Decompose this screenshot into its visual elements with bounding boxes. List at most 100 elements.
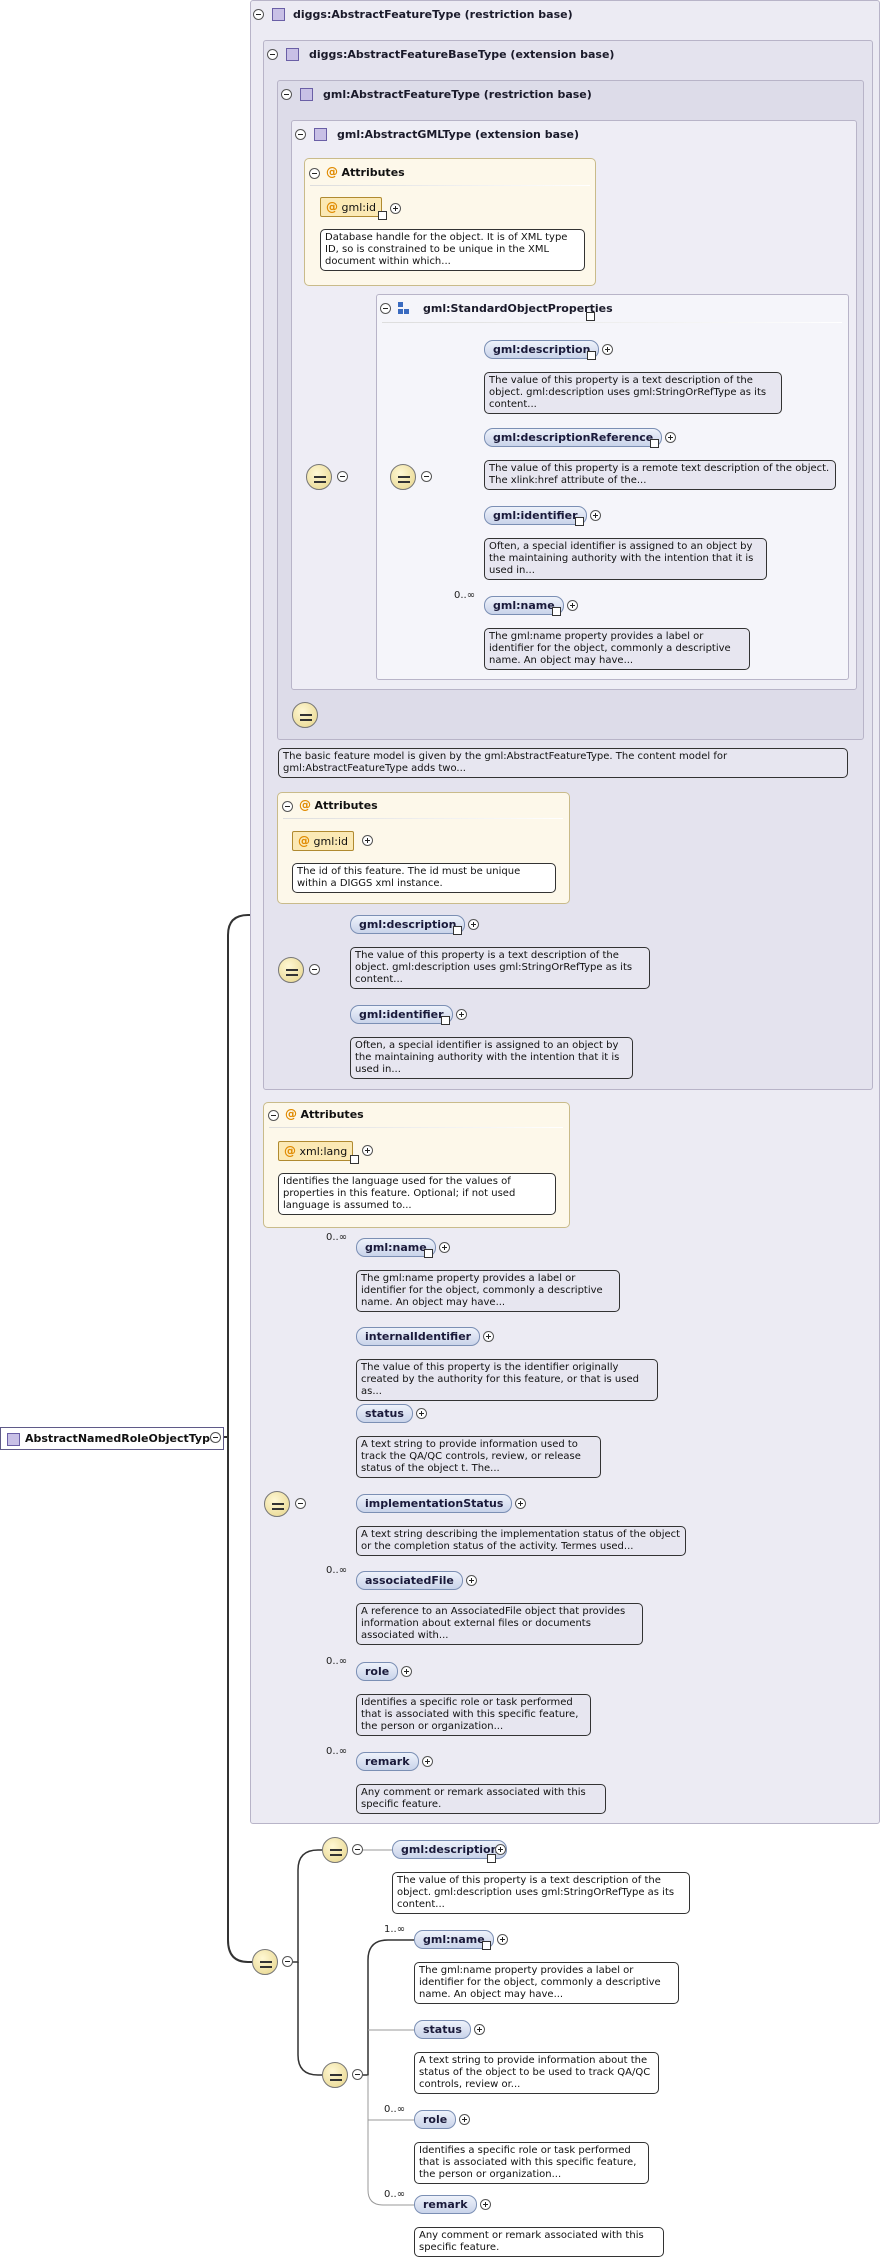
reference-link-icon[interactable] <box>423 1249 433 1258</box>
element-node[interactable]: gml:name <box>484 596 564 615</box>
expand-toggle[interactable] <box>459 2114 471 2125</box>
collapse-sequence-toggle[interactable] <box>352 1844 363 1855</box>
element-node[interactable]: internalIdentifier <box>356 1327 481 1346</box>
reference-link-icon[interactable] <box>350 1155 359 1164</box>
element-node[interactable]: gml:description <box>350 915 466 934</box>
expand-toggle[interactable] <box>473 2024 485 2035</box>
sequence-compositor-icon <box>322 1837 348 1863</box>
expand-toggle[interactable] <box>390 203 401 214</box>
attribute-xml-lang[interactable]: @ xml:lang <box>278 1141 354 1161</box>
element-node[interactable]: associatedFile <box>356 1571 463 1590</box>
reference-link-icon[interactable] <box>587 351 597 360</box>
element-name: gml:name <box>365 1241 427 1254</box>
collapse-f3-toggle[interactable] <box>281 89 292 100</box>
collapse-sequence-toggle[interactable] <box>282 1956 293 1967</box>
collapse-f1-toggle[interactable] <box>253 9 264 20</box>
element-name: gml:descriptionReference <box>493 431 654 444</box>
collapse-attributes-toggle[interactable] <box>282 801 293 812</box>
attribute-description: Identifies the language used for the val… <box>278 1173 556 1215</box>
expand-toggle[interactable] <box>465 1575 477 1586</box>
element-node[interactable]: remark <box>356 1752 419 1771</box>
multiplicity-label: 0..∞ <box>326 1232 348 1243</box>
expand-toggle[interactable] <box>362 835 373 846</box>
reference-link-icon[interactable] <box>440 1016 450 1025</box>
reference-link-icon[interactable] <box>487 1854 496 1863</box>
collapse-group-toggle[interactable] <box>380 303 391 314</box>
element-node[interactable]: status <box>356 1404 413 1423</box>
expand-toggle[interactable] <box>589 510 601 521</box>
expand-toggle[interactable] <box>483 1331 495 1342</box>
expand-toggle[interactable] <box>421 1756 433 1767</box>
collapse-root-toggle[interactable] <box>210 1432 221 1443</box>
expand-toggle[interactable] <box>362 1145 373 1156</box>
element-description: A text string to provide information abo… <box>414 2052 659 2094</box>
root-type-label: AbstractNamedRoleObjectType <box>25 1432 218 1445</box>
expand-toggle[interactable] <box>415 1408 427 1419</box>
reference-link-icon[interactable] <box>650 439 660 448</box>
expand-toggle[interactable] <box>602 344 614 355</box>
complex-type-icon <box>272 8 285 21</box>
reference-link-icon[interactable] <box>574 517 584 526</box>
sequence-compositor-icon <box>390 464 416 490</box>
group-title: gml:StandardObjectProperties <box>423 302 613 315</box>
element-node[interactable]: gml:name <box>356 1238 436 1257</box>
expand-toggle[interactable] <box>496 1934 508 1945</box>
element-node[interactable]: remark <box>414 2195 477 2214</box>
element-description: A text string to provide information use… <box>356 1436 601 1478</box>
multiplicity-label: 0..∞ <box>326 1746 348 1757</box>
element-node[interactable]: gml:identifier <box>484 506 587 525</box>
element-node[interactable]: gml:description <box>484 340 600 359</box>
collapse-sequence-toggle[interactable] <box>421 471 432 482</box>
attribute-name: gml:id <box>313 835 349 848</box>
element-description: The gml:name property provides a label o… <box>484 628 750 670</box>
collapse-f2-toggle[interactable] <box>267 49 278 60</box>
attribute-at-icon: @ <box>326 165 338 179</box>
attribute-gml-id[interactable]: @ gml:id <box>320 197 382 217</box>
reference-link-icon[interactable] <box>586 312 595 321</box>
element-node[interactable]: role <box>356 1662 399 1681</box>
collapse-sequence-toggle[interactable] <box>337 471 348 482</box>
reference-link-icon[interactable] <box>378 211 387 220</box>
element-node[interactable]: implementationStatus <box>356 1494 513 1513</box>
collapse-attributes-toggle[interactable] <box>309 168 320 179</box>
reference-link-icon[interactable] <box>481 1941 491 1950</box>
attribute-at-icon: @ <box>299 798 311 812</box>
expand-toggle[interactable] <box>665 432 677 443</box>
element-name: gml:description <box>401 1843 499 1856</box>
collapse-sequence-toggle[interactable] <box>295 1498 306 1509</box>
element-name: remark <box>365 1755 410 1768</box>
expand-toggle[interactable] <box>438 1242 450 1253</box>
attribute-at-icon: @ <box>298 834 310 848</box>
element-node[interactable]: role <box>414 2110 457 2129</box>
collapse-f4-toggle[interactable] <box>295 129 306 140</box>
element-node[interactable]: gml:descriptionReference <box>484 428 663 447</box>
expand-toggle[interactable] <box>495 1844 506 1855</box>
expand-toggle[interactable] <box>401 1666 413 1677</box>
element-node[interactable]: gml:identifier <box>350 1005 453 1024</box>
frame-title-f4: gml:AbstractGMLType (extension base) <box>337 128 580 141</box>
expand-toggle[interactable] <box>468 919 480 930</box>
element-description: Identifies a specific role or task perfo… <box>356 1694 591 1736</box>
multiplicity-label: 0..∞ <box>454 590 476 601</box>
collapse-attributes-toggle[interactable] <box>268 1110 279 1121</box>
element-gml-description[interactable]: gml:description <box>392 1840 508 1859</box>
element-node[interactable]: status <box>414 2020 471 2039</box>
expand-toggle[interactable] <box>455 1009 467 1020</box>
element-node[interactable]: gml:name <box>414 1930 494 1949</box>
expand-toggle[interactable] <box>479 2199 491 2210</box>
multiplicity-label: 0..∞ <box>384 2104 406 2115</box>
attribute-gml-id[interactable]: @ gml:id <box>292 831 354 851</box>
attributes-header: @ Attributes <box>299 798 378 812</box>
element-description: Any comment or remark associated with th… <box>356 1784 606 1814</box>
expand-toggle[interactable] <box>515 1498 527 1509</box>
complex-type-icon <box>300 88 313 101</box>
reference-link-icon[interactable] <box>453 926 463 935</box>
attribute-at-icon: @ <box>284 1144 296 1158</box>
collapse-sequence-toggle[interactable] <box>352 2069 363 2080</box>
reference-link-icon[interactable] <box>551 607 561 616</box>
element-description: The value of this property is a text des… <box>392 1872 690 1914</box>
collapse-sequence-toggle[interactable] <box>309 964 320 975</box>
root-type-node[interactable]: AbstractNamedRoleObjectType <box>0 1427 225 1450</box>
expand-toggle[interactable] <box>566 600 578 611</box>
element-name: gml:name <box>493 599 555 612</box>
